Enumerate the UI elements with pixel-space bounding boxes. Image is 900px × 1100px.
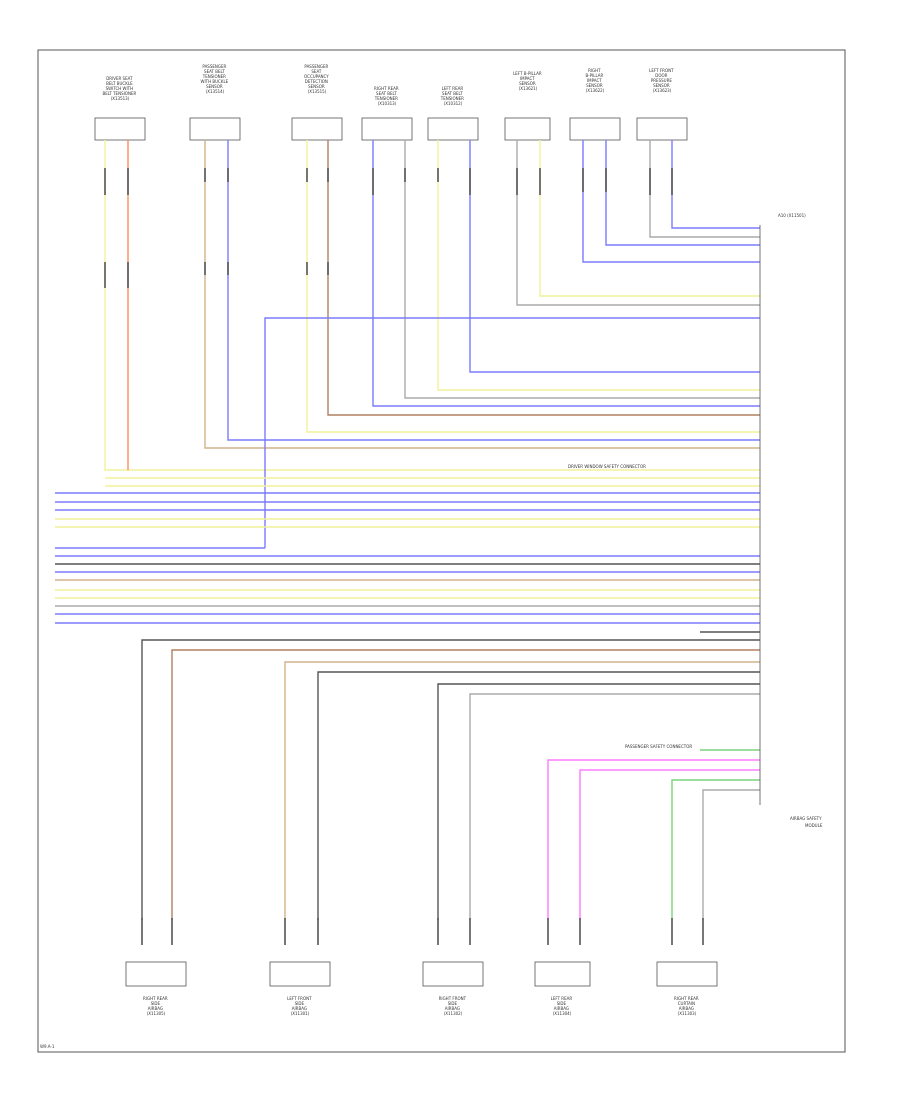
airbag-left-front-side: [269, 961, 331, 987]
title-right-rear-tensioner: RIGHT REAR SEAT BELT TENSIONER (X10313): [374, 86, 400, 106]
connector-left-rear-tensioner: [427, 117, 479, 141]
title-left-bpillar: LEFT B-PILLAR IMPACT SENSOR (X13621): [513, 71, 543, 91]
wire-passenger-2: [227, 140, 760, 441]
svg-text:RIGHT FRONT SIDE A: RIGHT FRONT SIDE AIRBAG (X11302): [439, 996, 468, 1016]
bottom-inline-connectors: [141, 918, 704, 945]
wire-rr-tensioner-2: [404, 140, 760, 399]
diagram-frame: [37, 49, 846, 1053]
title-occupancy-sensor: PASSENGER SEAT OCCUPANCY DETECTION SENSO…: [304, 64, 330, 94]
connector-right-rear-tensioner: [361, 117, 413, 141]
connector-left-bpillar: [504, 117, 551, 141]
annotation-driver-window: DRIVER WINDOW SAFETY CONNECTOR: [568, 464, 646, 469]
svg-text:RIGHT REAR SIDE AI: RIGHT REAR SIDE AIRBAG (X11305): [143, 996, 169, 1016]
wire-occupancy-1: [306, 140, 760, 433]
connector-door-pressure: [636, 117, 688, 141]
connector-driver-belt: [94, 117, 146, 141]
wire-door-pressure-2: [671, 140, 760, 229]
title-right-bpillar: RIGHT B-PILLAR IMPACT SENSOR (X13622): [585, 68, 604, 93]
wire-lr-tensioner-2: [469, 140, 760, 373]
wire-driver-belt-1: [104, 140, 760, 471]
bottom-wires: [141, 631, 760, 920]
airbag-right-front-side: [422, 961, 484, 987]
footer-code: W9.A-1: [40, 1044, 55, 1049]
connector-right-bpillar: [569, 117, 621, 141]
wire-rr-tensioner-1: [372, 140, 760, 407]
wire-lbpillar-1: [516, 140, 760, 306]
bottom-component-titles: RIGHT REAR SIDE AIRBAG (X11305) LEFT FRO…: [143, 996, 700, 1016]
wire-occupancy-2: [327, 140, 760, 416]
vertical-wires-top: [104, 140, 760, 548]
title-left-rear-tensioner: LEFT REAR SEAT BELT TENSIONER (X10312): [440, 86, 465, 106]
svg-text:RIGHT REAR CURTAIN: RIGHT REAR CURTAIN AIRBAG (X11303): [674, 996, 700, 1016]
airbag-right-rear-side: [125, 961, 187, 987]
module-label-line2: MODULE: [805, 823, 823, 828]
svg-text:LEFT FRONT SIDE AI: LEFT FRONT SIDE AIRBAG (X11301): [287, 996, 313, 1016]
svg-text:LEFT REAR SIDE AIR: LEFT REAR SIDE AIRBAG (X11304): [551, 996, 574, 1016]
module-connector-label: A10 (X11501): [778, 213, 806, 218]
wire-rbpillar-2: [605, 140, 760, 246]
wire-door-pressure-1: [649, 140, 760, 238]
airbag-left-rear-side: [534, 961, 591, 987]
wire-passenger-1: [204, 140, 760, 449]
inline-connectors: [104, 168, 673, 288]
connector-occupancy-sensor: [291, 117, 343, 141]
wire-lr-tensioner-1: [437, 140, 760, 391]
annotation-passenger-safety: PASSENGER SAFETY CONNECTOR: [625, 744, 692, 749]
bottom-components: [125, 961, 718, 987]
airbag-right-rear-curtain: [656, 961, 718, 987]
title-driver-belt: DRIVER SEAT BELT BUCKLE SWITCH WITH BELT…: [102, 76, 137, 101]
wire-crossover: [264, 317, 760, 548]
connector-passenger-tensioner: [189, 117, 241, 141]
top-component-titles: DRIVER SEAT BELT BUCKLE SWITCH WITH BELT…: [102, 64, 674, 106]
left-bus-wires: [55, 477, 760, 624]
title-door-pressure: LEFT FRONT DOOR PRESSURE SENSOR (X13623): [649, 68, 675, 93]
top-connectors: [94, 117, 688, 141]
module-label-line1: AIRBAG SAFETY: [790, 816, 822, 821]
title-passenger-tensioner: PASSENGER SEAT BELT TENSIONER WITH BUCKL…: [201, 64, 230, 94]
